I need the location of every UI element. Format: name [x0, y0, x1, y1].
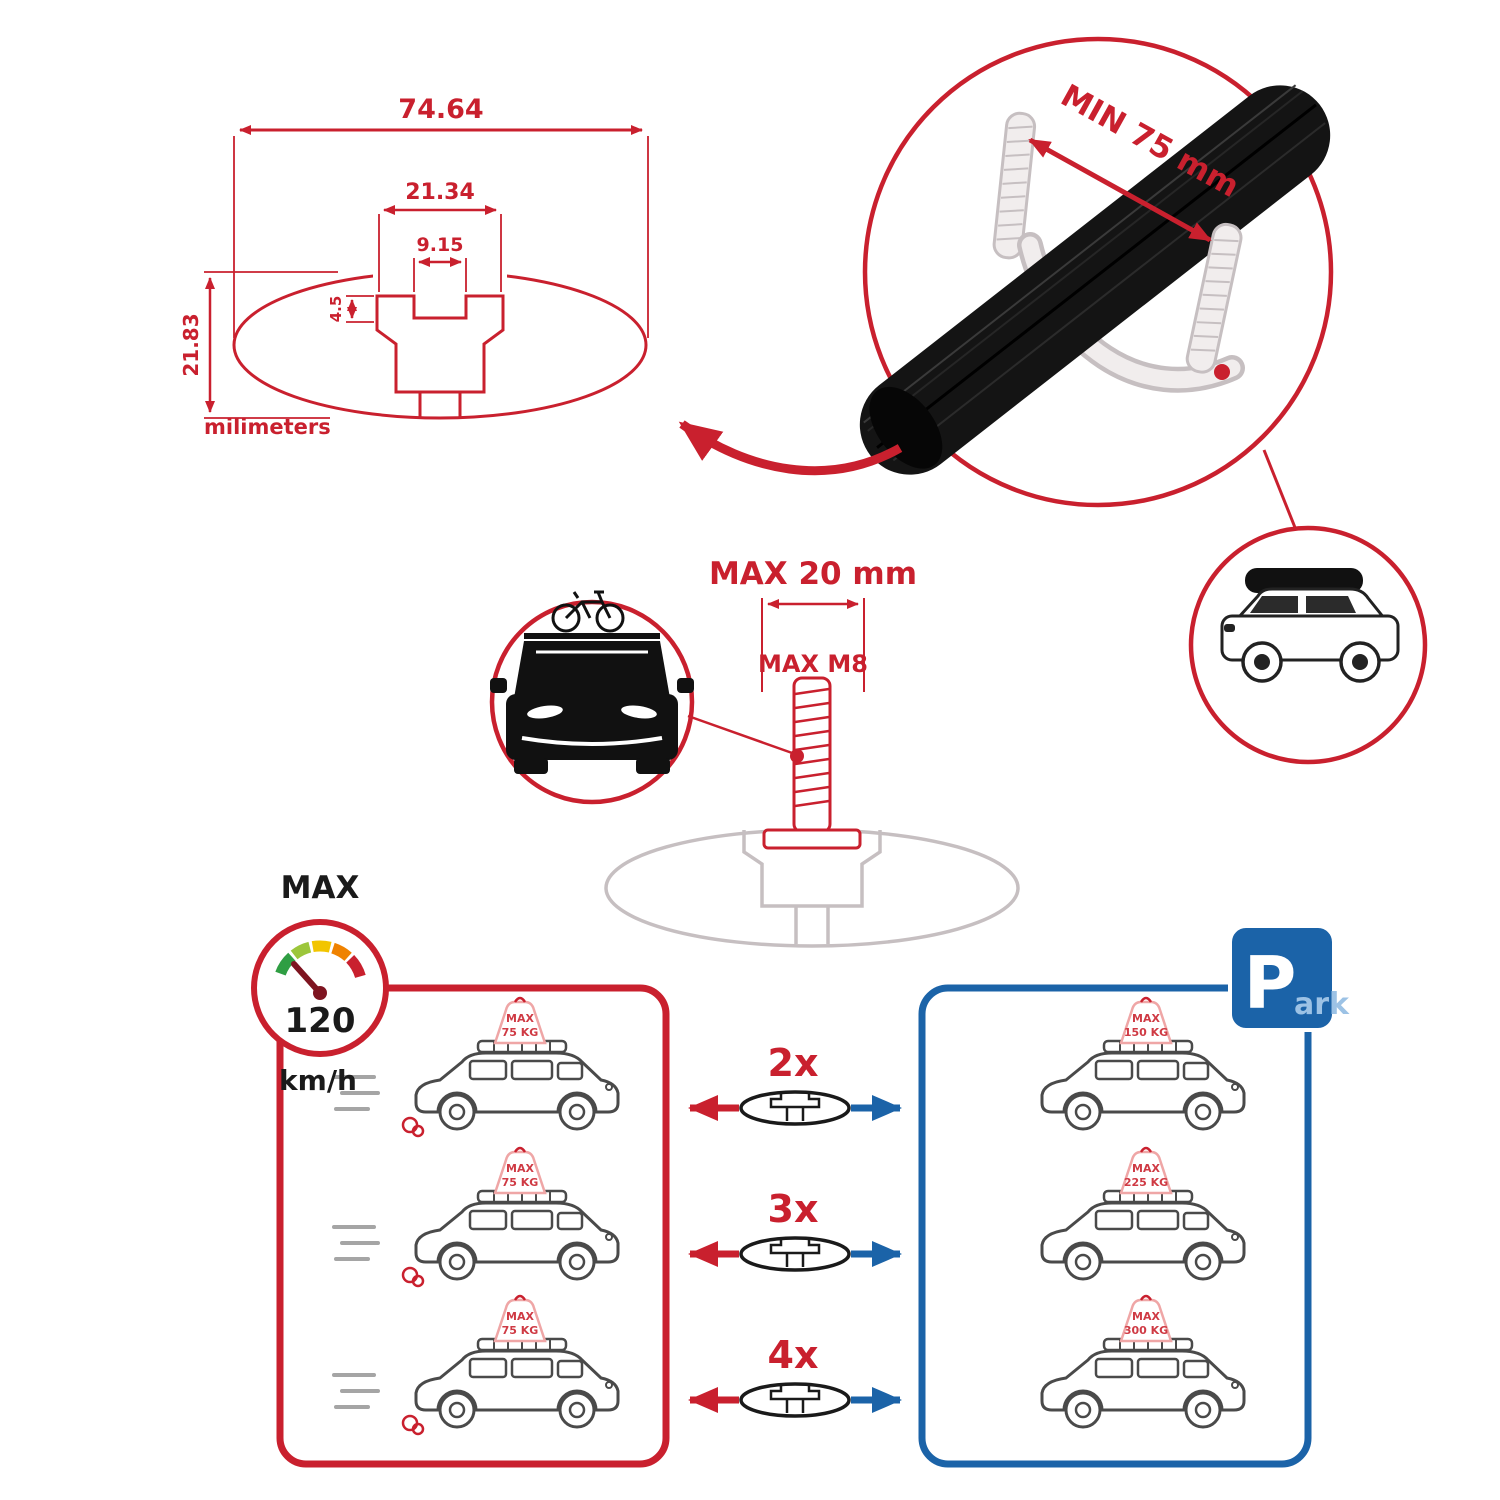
- suv-hub-rear: [1352, 654, 1368, 670]
- suv-headlight: [1224, 624, 1235, 632]
- load-tag: MAX 300 KG: [1119, 1294, 1173, 1343]
- bar-count-row-1: 2x: [688, 1041, 902, 1126]
- wheel-right: [636, 758, 670, 774]
- bar-count-label: 2x: [768, 1041, 819, 1085]
- load-tag-line1: MAX: [506, 1162, 534, 1175]
- dim-total-width-value: 74.64: [398, 94, 483, 125]
- speed-lines: [332, 1225, 380, 1261]
- dim-channel-width-value: 21.34: [405, 180, 475, 205]
- load-tag-line2: 75 KG: [502, 1324, 539, 1337]
- roof-box: [1245, 568, 1363, 593]
- car-front-illustration: [490, 633, 694, 774]
- load-tag-line2: 75 KG: [502, 1176, 539, 1189]
- crossbar-section-icon: [739, 1382, 851, 1418]
- load-tag: MAX 150 KG: [1119, 996, 1173, 1045]
- bar-count-label: 4x: [768, 1333, 819, 1377]
- car-front-body: [506, 694, 678, 760]
- mirror-right: [677, 678, 694, 693]
- speed-lines: [332, 1373, 380, 1409]
- bolt-max-thread-label: MAX M8: [758, 650, 868, 678]
- load-tag: MAX 225 KG: [1119, 1146, 1173, 1195]
- mirror-left: [490, 678, 507, 693]
- car-front-circle: [489, 590, 796, 805]
- crossbar-3d: [859, 84, 1331, 475]
- speed-max-label: MAX: [281, 870, 360, 906]
- load-tag-line2: 150 KG: [1124, 1026, 1168, 1039]
- dim-total-width: 74.64: [233, 94, 649, 338]
- speedometer: MAX 120 km/h: [251, 870, 389, 1097]
- exhaust-puff-icon: [401, 1414, 425, 1436]
- speed-unit: km/h: [279, 1064, 357, 1097]
- park-letter: P: [1244, 941, 1297, 1025]
- load-tag-line1: MAX: [506, 1012, 534, 1025]
- crossbar-section-icon: [739, 1236, 851, 1272]
- park-sign: P ark: [1228, 924, 1350, 1032]
- exhaust-puff-icon: [401, 1266, 425, 1288]
- load-tag: MAX 75 KG: [493, 1294, 547, 1343]
- load-tag-line1: MAX: [506, 1310, 534, 1323]
- load-tag-line1: MAX: [1132, 1310, 1160, 1323]
- bolt-max-width-label: MAX 20 mm: [709, 556, 917, 592]
- bolt-marker-dot: [790, 749, 804, 763]
- speed-lines: [332, 1075, 380, 1111]
- crossbar-section-icon: [739, 1090, 851, 1126]
- parked-car-2: MAX 225 KG: [1040, 1146, 1246, 1281]
- parked-car-3: MAX 300 KG: [1040, 1294, 1246, 1429]
- bar-count-label: 3x: [768, 1187, 819, 1231]
- windshield-area: [514, 641, 670, 698]
- load-tag: MAX 75 KG: [493, 996, 547, 1045]
- u-bolt-marker-dot: [1214, 364, 1230, 380]
- suv-illustration: [1220, 568, 1400, 683]
- load-tag: MAX 75 KG: [493, 1146, 547, 1195]
- t-bolt-flange: [762, 828, 862, 850]
- t-slot-channel: [375, 294, 505, 394]
- connector-to-suv-circle: [1262, 449, 1298, 531]
- load-tag-line1: MAX: [1132, 1012, 1160, 1025]
- bar-count-row-2: 3x: [688, 1187, 902, 1272]
- load-tag-line2: 225 KG: [1124, 1176, 1168, 1189]
- dim-total-height-value: 21.83: [179, 313, 203, 376]
- bike-icon: [551, 590, 625, 633]
- headlight-left: [527, 705, 563, 719]
- gauge-arcs: [275, 940, 366, 979]
- park-rest: ark: [1294, 987, 1350, 1022]
- speed-value: 120: [285, 1001, 356, 1041]
- wheel-left: [514, 758, 548, 774]
- suv-circle: [1188, 525, 1428, 765]
- dim-bolt-width: [761, 598, 865, 692]
- driving-car-1: MAX 75 KG: [332, 996, 620, 1138]
- bar-detail-circle: MIN 75 mm: [678, 36, 1334, 531]
- dim-lip-depth-value: 4.5: [327, 296, 345, 323]
- load-tag-line1: MAX: [1132, 1162, 1160, 1175]
- dim-slot-width-value: 9.15: [417, 234, 464, 256]
- connector-to-bolt: [687, 714, 796, 756]
- suv-window-front: [1250, 596, 1298, 613]
- bumper-line: [521, 736, 663, 746]
- dim-slot-width: 9.15: [413, 234, 467, 292]
- units-label: milimeters: [204, 415, 331, 439]
- park-sign-square: [1228, 924, 1336, 1032]
- bolt-diagram: MAX 20 mm MAX M8: [604, 556, 1020, 948]
- dim-channel-width: 21.34: [378, 180, 502, 292]
- pointer-arrow-to-cross-section: [678, 420, 903, 476]
- gauge-pivot: [313, 986, 327, 1000]
- u-bolt-right-rod: [1185, 222, 1243, 374]
- load-tag-line2: 300 KG: [1124, 1324, 1168, 1337]
- load-tag-line2: 75 KG: [502, 1026, 539, 1039]
- suv-hub-front: [1254, 654, 1270, 670]
- parked-car-1: MAX 150 KG: [1040, 996, 1246, 1131]
- exhaust-puff-icon: [401, 1116, 425, 1138]
- headlight-right: [621, 705, 657, 719]
- dim-lip-depth: 4.5: [327, 295, 374, 323]
- dim-total-height: 21.83: [179, 271, 338, 419]
- bar-count-row-3: 4x: [688, 1333, 902, 1418]
- driving-car-2: MAX 75 KG: [332, 1146, 620, 1288]
- driving-car-3: MAX 75 KG: [332, 1294, 620, 1436]
- cross-section-diagram: 74.64 21.34 9.15 4.5 21.83 milimeters: [179, 94, 649, 439]
- suv-window-rear: [1306, 596, 1356, 613]
